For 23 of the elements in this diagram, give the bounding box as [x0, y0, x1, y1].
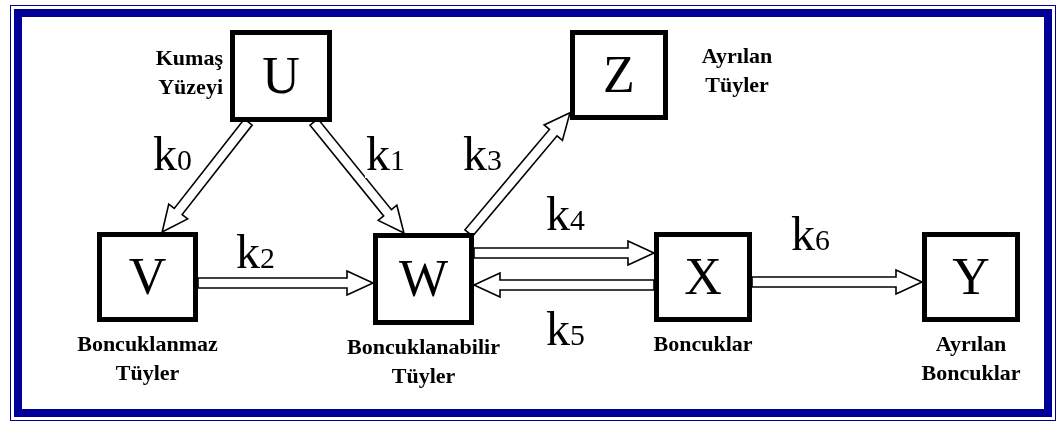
- block-arrow: [197, 269, 375, 297]
- block-arrow: [472, 271, 655, 299]
- state-caption: Ayrılan Tüyler: [700, 42, 774, 99]
- state-symbol: X: [684, 251, 722, 303]
- state-symbol: Y: [952, 251, 990, 303]
- state-box: [570, 30, 668, 120]
- state-box: [373, 233, 474, 325]
- state-caption: Ayrılan Boncuklar: [920, 330, 1022, 387]
- state-caption: Boncuklar: [652, 330, 754, 358]
- state-caption: Boncuklanabilir Tüyler: [346, 333, 501, 390]
- block-arrow: [463, 111, 572, 238]
- state-caption: Kumaş Yüzeyi: [154, 44, 223, 101]
- state-symbol: V: [128, 251, 167, 303]
- state-box: [230, 30, 332, 122]
- state-symbol: U: [262, 50, 300, 102]
- block-arrow: [473, 239, 656, 267]
- state-caption: Boncuklanmaz Tüyler: [76, 330, 219, 387]
- state-symbol: Z: [603, 49, 635, 101]
- state-box: [97, 232, 198, 322]
- state-symbol: W: [398, 253, 449, 305]
- state-box: [922, 232, 1020, 322]
- block-arrow: [751, 268, 924, 296]
- state-box: [654, 232, 752, 322]
